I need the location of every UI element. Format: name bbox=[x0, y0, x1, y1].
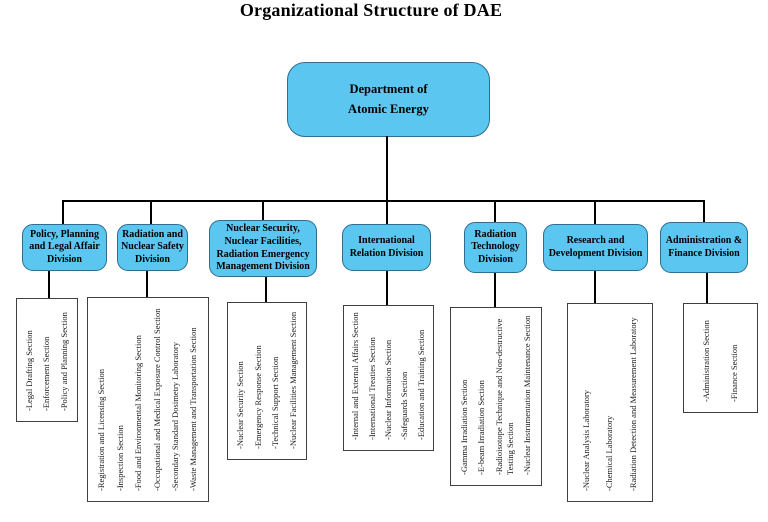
connector-sections-1 bbox=[48, 267, 50, 300]
connector-sections-3 bbox=[265, 273, 267, 304]
connector-stub-division-7 bbox=[703, 200, 705, 225]
section-item: -Nuclear Facilities Management Section bbox=[287, 311, 298, 449]
section-item: -Secondary Standard Dosimetry Laboratory bbox=[170, 342, 181, 491]
section-item: -Finance Section bbox=[728, 344, 739, 402]
division-node-policy-planning-legal-affair: Policy, Planning and Legal Affair Divisi… bbox=[22, 224, 107, 271]
section-item: -Enforcement Section bbox=[41, 336, 52, 411]
section-item: -Inspection Section bbox=[114, 425, 125, 491]
section-item: -Internal and External Affairs Section bbox=[350, 312, 361, 440]
connector-stub-division-3 bbox=[262, 200, 264, 224]
connector-stub-division-2 bbox=[150, 200, 152, 226]
connector-sections-6 bbox=[594, 267, 596, 305]
division-node-administration-finance: Administration & Finance Division bbox=[660, 222, 748, 273]
connector-horizontal-rail bbox=[63, 200, 705, 202]
root-label-line1: Department of bbox=[349, 82, 428, 97]
chart-title: Organizational Structure of DAE bbox=[239, 0, 503, 20]
section-item: -Radiation Detection and Measurement Lab… bbox=[627, 317, 638, 491]
section-item: -Nuclear Information Section bbox=[382, 339, 393, 440]
connector-sections-4 bbox=[386, 267, 388, 307]
connector-sections-2 bbox=[146, 267, 148, 299]
division-label: Radiation Technology Division bbox=[471, 228, 520, 265]
division-node-research-development: Research and Development Division bbox=[543, 224, 648, 271]
section-item: -Gamma Irradiation Section bbox=[458, 379, 469, 475]
division-node-radiation-nuclear-safety: Radiation and Nuclear Safety Division bbox=[117, 224, 188, 271]
section-item: -Safeguards Section bbox=[399, 371, 410, 440]
root-label-line2: Atomic Energy bbox=[348, 101, 429, 116]
connector-stub-division-6 bbox=[594, 200, 596, 227]
connector-root-vertical bbox=[386, 136, 388, 202]
connector-sections-7 bbox=[706, 269, 708, 305]
sections-box-research-development: -Nuclear Analysis Laboratory -Chemical L… bbox=[567, 303, 653, 502]
connector-stub-division-5 bbox=[494, 200, 496, 225]
root-node-dae: Department of Atomic Energy bbox=[287, 62, 490, 137]
section-item: -Radioisotope Technique and Non-destruct… bbox=[493, 318, 515, 475]
division-node-international-relation: International Relation Division bbox=[342, 224, 431, 271]
division-label: Administration & Finance Division bbox=[665, 234, 743, 259]
section-item: -Technical Support Section bbox=[270, 356, 281, 449]
section-item: -Chemical Laboratory bbox=[604, 415, 615, 491]
sections-box-policy-planning-legal-affair: -Legal Drafting Section -Enforcement Sec… bbox=[16, 298, 78, 422]
section-item: -Policy and Planning Section bbox=[58, 312, 69, 411]
section-item: -International Treaties Section bbox=[366, 337, 377, 440]
sections-box-administration-finance: -Administration Section -Finance Section bbox=[683, 303, 758, 413]
root-node-label: Department of Atomic Energy bbox=[348, 80, 429, 119]
division-label: Research and Development Division bbox=[548, 234, 643, 259]
section-item: -Nuclear Security Section bbox=[235, 361, 246, 449]
section-item: -Food and Environmental Monitoring Secti… bbox=[133, 335, 144, 491]
connector-sections-5 bbox=[494, 269, 496, 309]
connector-stub-division-4 bbox=[386, 200, 388, 226]
section-item: -Education and Training Section bbox=[415, 329, 426, 440]
division-label: Radiation and Nuclear Safety Division bbox=[121, 228, 184, 265]
sections-box-international-relation: -Internal and External Affairs Section -… bbox=[343, 305, 434, 451]
division-node-radiation-technology: Radiation Technology Division bbox=[464, 222, 527, 273]
section-item: -Nuclear Analysis Laboratory bbox=[581, 389, 592, 491]
division-label: Nuclear Security, Nuclear Facilities, Ra… bbox=[216, 223, 310, 273]
section-item: -Emergency Response Section bbox=[252, 345, 263, 449]
section-item: -Legal Drafting Section bbox=[24, 330, 35, 411]
section-item: -Registration and Licensing Section bbox=[96, 368, 107, 491]
connector-stub-division-1 bbox=[62, 200, 64, 226]
sections-box-nuclear-security-facilities-emergency: -Nuclear Security Section -Emergency Res… bbox=[227, 302, 307, 460]
section-item: -Nuclear Instrumentation Maintenance Sec… bbox=[522, 315, 533, 475]
division-label: International Relation Division bbox=[349, 234, 424, 259]
section-item: -Administration Section bbox=[701, 320, 712, 402]
sections-box-radiation-technology: -Gamma Irradiation Section -E-beam Irrad… bbox=[450, 307, 542, 486]
sections-box-radiation-nuclear-safety: -Registration and Licensing Section -Ins… bbox=[87, 297, 209, 502]
section-item: -Occupational and Medical Exposure Contr… bbox=[151, 308, 162, 491]
section-item: -E-beam Irradiation Section bbox=[476, 380, 487, 475]
division-label: Policy, Planning and Legal Affair Divisi… bbox=[29, 228, 100, 265]
division-node-nuclear-security-facilities-emergency: Nuclear Security, Nuclear Facilities, Ra… bbox=[209, 220, 317, 277]
section-item: -Waste Management and Transportation Sec… bbox=[188, 327, 199, 491]
